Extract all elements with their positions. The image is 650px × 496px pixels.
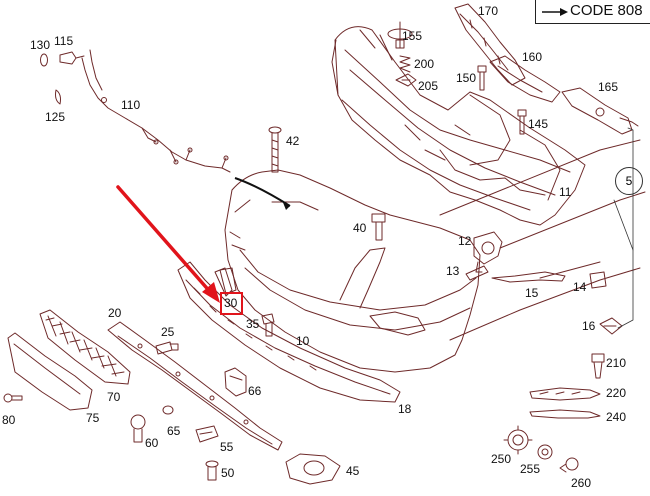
callout-130: 130 xyxy=(30,38,51,52)
callout-42: 42 xyxy=(286,134,300,148)
callout-260: 260 xyxy=(571,476,592,490)
callout-155: 155 xyxy=(402,29,423,43)
callout-45: 45 xyxy=(346,464,360,478)
callout-125: 125 xyxy=(45,110,66,124)
callout-250: 250 xyxy=(491,452,512,466)
callout-13: 13 xyxy=(446,264,460,278)
callout-35: 35 xyxy=(246,317,260,331)
sensor-cover-125 xyxy=(55,89,61,105)
part-14 xyxy=(589,271,607,289)
sensor-ring-130 xyxy=(40,53,48,67)
code-box: CODE 808 xyxy=(535,0,650,24)
wiring-harness-110 xyxy=(81,49,231,173)
callout-165: 165 xyxy=(598,80,619,94)
callout-18: 18 xyxy=(398,402,412,416)
bolt-80 xyxy=(3,393,23,403)
arrow-right-icon xyxy=(542,8,568,16)
callout-14: 14 xyxy=(573,280,587,294)
callout-12: 12 xyxy=(458,234,472,248)
callout-145: 145 xyxy=(528,117,549,131)
callout-50: 50 xyxy=(221,466,235,480)
callout-205: 205 xyxy=(418,79,439,93)
bumper-cover-10 xyxy=(224,169,481,373)
callout-60: 60 xyxy=(145,436,159,450)
callout-30: 30 xyxy=(224,296,238,310)
callout-75: 75 xyxy=(86,411,100,425)
part-16 xyxy=(599,317,623,335)
rail-20 xyxy=(107,321,283,451)
leader-lines xyxy=(613,127,634,329)
callout-80: 80 xyxy=(2,413,16,427)
bracket-66 xyxy=(224,367,247,397)
callout-160: 160 xyxy=(522,50,543,64)
callout-200: 200 xyxy=(414,57,435,71)
grille-70 xyxy=(39,309,131,385)
screw-155 xyxy=(387,21,413,49)
routing-arrow xyxy=(234,177,291,210)
clip-205 xyxy=(395,73,417,87)
washer-65 xyxy=(162,405,174,415)
lamp-12 xyxy=(473,231,503,273)
callout-66: 66 xyxy=(248,384,262,398)
callout-150: 150 xyxy=(456,71,477,85)
callout-170: 170 xyxy=(478,4,499,18)
bolt-145 xyxy=(517,109,527,135)
callout-110: 110 xyxy=(121,98,141,112)
callout-65: 65 xyxy=(167,424,181,438)
washer-255 xyxy=(537,444,553,460)
callout-55: 55 xyxy=(220,440,234,454)
sensor-115 xyxy=(59,51,85,65)
callout-5: 5 xyxy=(625,174,633,188)
code-label: CODE 808 xyxy=(570,2,643,19)
bolt-42 xyxy=(268,126,282,173)
part-13 xyxy=(465,265,489,281)
trim-220 xyxy=(529,387,601,401)
callout-70: 70 xyxy=(107,390,121,404)
screw-60 xyxy=(130,414,146,443)
callout-11: 11 xyxy=(559,185,572,199)
bezel-45 xyxy=(285,453,341,485)
spoiler-18 xyxy=(177,261,401,403)
clip-25 xyxy=(155,341,179,355)
spring-200 xyxy=(399,55,411,73)
callout-20: 20 xyxy=(108,306,122,320)
screw-260 xyxy=(559,457,579,473)
trim-75 xyxy=(7,332,93,411)
bolt-35 xyxy=(261,313,275,337)
callout-circle-5: 5 xyxy=(615,167,643,195)
bracket-170 xyxy=(454,3,526,86)
bolt-40 xyxy=(371,213,386,241)
callout-210: 210 xyxy=(606,356,627,370)
gear-250 xyxy=(503,425,533,455)
clip-210 xyxy=(591,353,605,379)
callout-255: 255 xyxy=(520,462,541,476)
callout-15: 15 xyxy=(525,286,539,300)
trim-15 xyxy=(491,271,566,283)
callout-240: 240 xyxy=(606,410,627,424)
bracket-165 xyxy=(561,87,639,135)
bracket-160 xyxy=(489,55,561,103)
screw-50 xyxy=(205,460,219,481)
clip-55 xyxy=(195,425,219,443)
red-pointer-arrow xyxy=(116,185,220,303)
bumper-carrier-11 xyxy=(331,26,586,226)
part-30 xyxy=(219,267,237,295)
callout-220: 220 xyxy=(606,386,627,400)
callout-25: 25 xyxy=(161,325,175,339)
trim-240 xyxy=(529,409,601,419)
callout-115: 115 xyxy=(54,34,74,48)
callout-16: 16 xyxy=(582,319,596,333)
callout-40: 40 xyxy=(353,221,367,235)
highlight-box xyxy=(220,292,243,315)
vehicle-body-outline xyxy=(439,139,646,341)
bolt-150 xyxy=(477,65,487,91)
callout-10: 10 xyxy=(296,334,310,348)
